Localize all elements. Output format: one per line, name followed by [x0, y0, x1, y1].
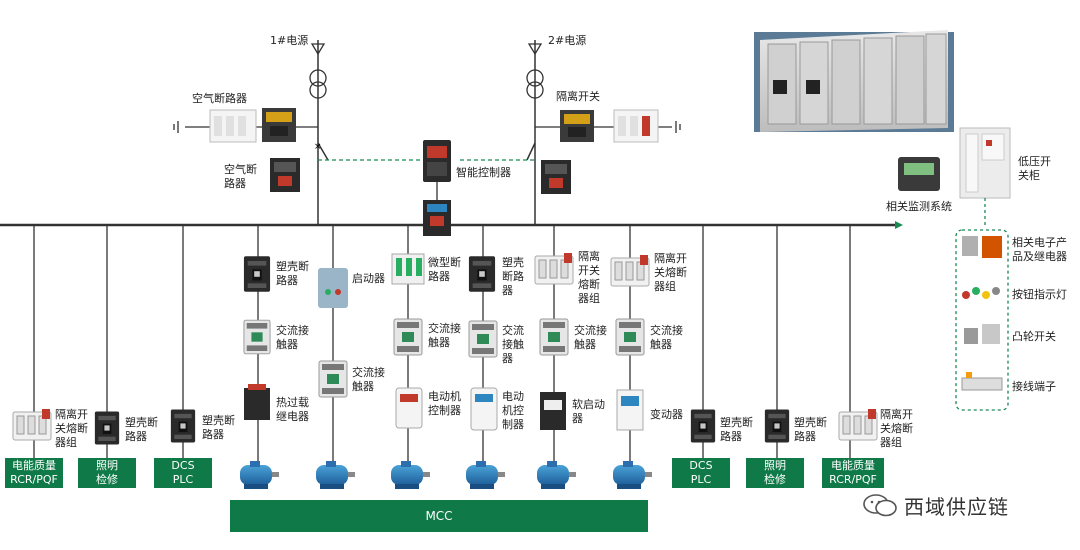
iso-fuse-right	[838, 408, 878, 441]
feeder-label: 交流接 触器	[574, 324, 607, 351]
lv-cabinet-label: 低压开 关柜	[1018, 155, 1051, 182]
feeder-label: 变动器	[650, 408, 683, 421]
feeder-label: 塑壳断 路器	[720, 416, 753, 443]
pushbutton-image	[962, 287, 1000, 299]
mcc-bar: MCC	[230, 500, 648, 532]
source-1-label: 1#电源	[270, 34, 309, 47]
c6-contactor	[615, 318, 645, 356]
c2-contactor	[318, 360, 348, 398]
air-circuit-breaker-right	[541, 160, 571, 194]
relay-image	[962, 236, 1002, 258]
air-breaker-left-label: 空气断 路器	[224, 163, 257, 190]
mccb-left-2	[170, 409, 196, 443]
c4-mccb	[468, 256, 496, 292]
c3-motor-controller	[395, 387, 423, 429]
c1-thermal-relay	[244, 384, 270, 420]
feeder-label: 隔离开 关熔断 器组	[55, 408, 88, 449]
mccb-right	[690, 409, 716, 443]
air-circuit-breaker-top	[262, 108, 296, 142]
watermark-text: 西域供应链	[904, 494, 1009, 519]
feeder-label: 启动器	[352, 272, 385, 285]
air-circuit-breaker-left	[270, 158, 300, 192]
box-lighting-left: 照明 检修	[78, 458, 136, 488]
c2-starter	[318, 268, 348, 308]
isolating-switch-device	[560, 110, 594, 142]
source-2-incomer	[526, 40, 681, 225]
smart-controller-label: 智能控制器	[456, 166, 511, 179]
c6-vfd	[616, 389, 644, 431]
arrow-icon	[895, 221, 903, 229]
c1-contactor	[243, 319, 271, 355]
motor-icon	[537, 461, 576, 489]
mccb-left	[94, 411, 120, 445]
feeder-label: 塑壳断 路器	[202, 414, 235, 441]
c4-contactor	[468, 320, 498, 358]
air-breaker-top-label: 空气断路器	[192, 92, 247, 105]
feeder-label: 交流 接触 器	[502, 324, 524, 365]
isolating-switch-label: 隔离开关	[556, 90, 600, 103]
motor-icon	[391, 461, 430, 489]
surge-arrester-left	[209, 109, 257, 143]
source-2-label: 2#电源	[548, 34, 587, 47]
lv-cabinet-image	[959, 127, 1011, 199]
box-dcs-plc-right: DCS PLC	[672, 458, 730, 488]
feeder-label: 塑壳 断路 器	[502, 256, 524, 297]
c6-iso-fuse	[610, 254, 650, 287]
feeder-label: 交流接 触器	[650, 324, 683, 351]
feeder-label: 交流接 触器	[276, 324, 309, 351]
c5-contactor	[539, 318, 569, 356]
box-dcs-plc-left: DCS PLC	[154, 458, 212, 488]
accessory-label: 按钮指示灯	[1012, 288, 1067, 301]
cam-switch-image	[964, 324, 1000, 344]
c1-mccb	[243, 256, 271, 292]
feeder-label: 塑壳断 路器	[276, 260, 309, 287]
accessory-label: 接线端子	[1012, 380, 1056, 393]
box-power-quality-right: 电能质量 RCR/PQF	[822, 458, 884, 488]
smart-controller	[423, 140, 451, 182]
c3-contactor	[393, 318, 423, 356]
c5-soft-starter	[540, 392, 566, 430]
motor-icon	[613, 461, 652, 489]
c5-iso-fuse	[534, 252, 574, 285]
surge-arrester-right	[613, 109, 659, 143]
feeder-label: 隔离开 关熔断 器组	[880, 408, 913, 449]
iso-fuse-left	[12, 408, 52, 441]
c4-motor-controller	[470, 387, 498, 431]
accessories-frame	[955, 229, 1009, 411]
feeder-label: 塑壳断 路器	[125, 416, 158, 443]
mccb-right-2	[764, 409, 790, 443]
terminal-block-image	[961, 372, 1003, 391]
feeder-label: 交流接 触器	[428, 322, 461, 349]
monitoring-device	[898, 157, 940, 191]
box-lighting-right: 照明 检修	[746, 458, 804, 488]
feeder-label: 微型断 路器	[428, 256, 461, 283]
feeder-label: 软启动 器	[572, 398, 605, 425]
accessory-label: 凸轮开关	[1012, 330, 1056, 343]
switchgear-photo	[754, 30, 954, 132]
motor-icon	[466, 461, 505, 489]
feeder-label: 隔离开 关熔断 器组	[654, 252, 687, 293]
breaker-on-bus	[423, 200, 451, 236]
feeder-label: 交流接 触器	[352, 366, 385, 393]
motor-icon	[240, 461, 279, 489]
feeder-label: 塑壳断 路器	[794, 416, 827, 443]
accessory-label: 相关电子产 品及继电器	[1012, 236, 1067, 263]
watermark: 西域供应链	[862, 488, 1062, 522]
wechat-icon	[863, 494, 897, 517]
motor-icon	[316, 461, 355, 489]
monitoring-label: 相关监测系统	[886, 200, 952, 213]
svg-text:×: ×	[314, 142, 322, 152]
feeder-label: 电动机 控制器	[428, 390, 461, 417]
feeder-label: 热过载 继电器	[276, 396, 309, 423]
c3-mcb	[391, 253, 425, 285]
feeder-label: 隔离 开关 熔断 器组	[578, 250, 600, 305]
box-power-quality-left: 电能质量 RCR/PQF	[5, 458, 63, 488]
feeder-label: 电动 机控 制器	[502, 390, 524, 431]
